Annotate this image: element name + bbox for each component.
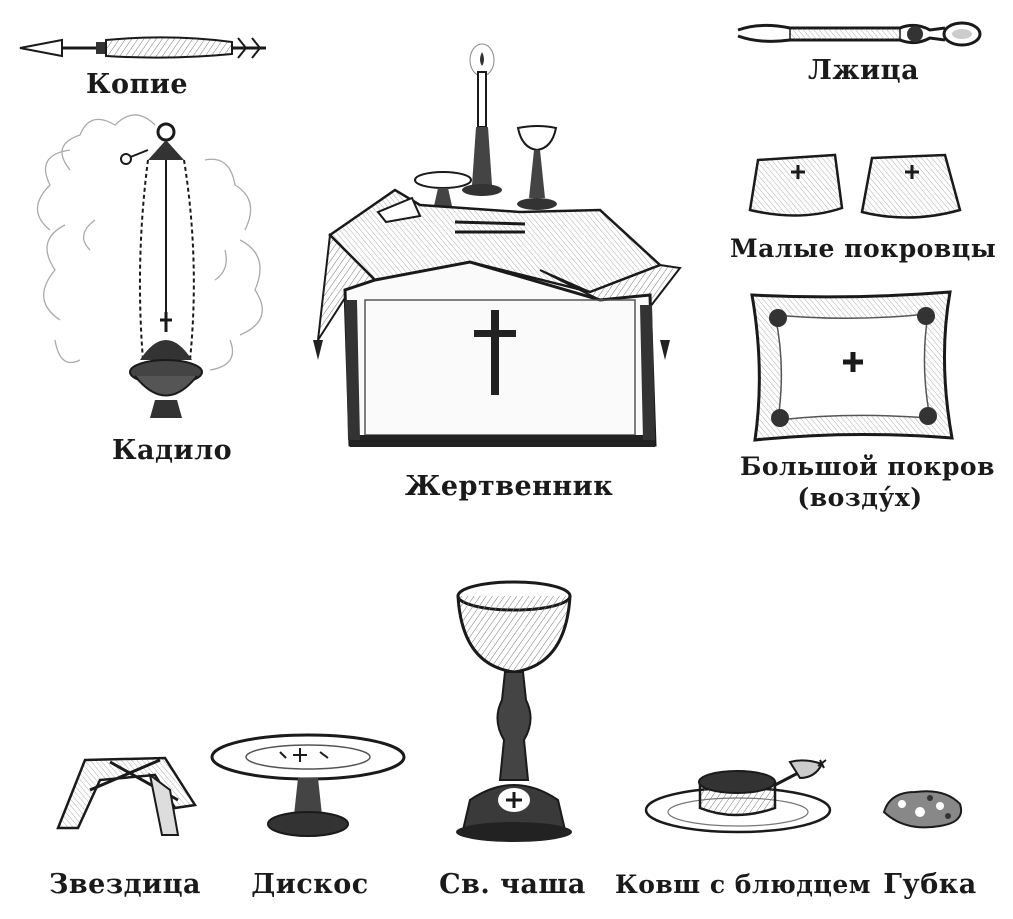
label-kovsh: Ковш с блюдцем <box>615 870 871 899</box>
bolshoy-pokrov-drawing <box>750 290 954 442</box>
kopie-drawing <box>19 36 266 59</box>
diskos-drawing <box>210 733 406 837</box>
zhertvennik-drawing <box>313 43 682 447</box>
label-diskos: Дискос <box>251 869 369 900</box>
label-malye-pokrovtsy: Малые покровцы <box>730 234 997 263</box>
label-gubka: Губка <box>883 869 977 900</box>
chasha-drawing <box>456 580 572 842</box>
gubka-drawing <box>882 790 962 829</box>
label-kadilo: Кадило <box>112 435 233 466</box>
malye-pokrovtsy-drawing <box>748 153 962 219</box>
kadilo-drawing <box>36 114 263 418</box>
lzhitsa-drawing <box>737 21 982 47</box>
label-zhertvennik: Жертвенник <box>405 471 614 502</box>
label-kopie: Копие <box>86 69 189 100</box>
label-bolshoy-pokrov-line1: Большой покров <box>740 452 995 481</box>
label-bolshoy-pokrov-line2: (возду́х) <box>797 483 923 512</box>
label-lzhitsa: Лжица <box>808 55 920 86</box>
label-zvezditsa: Звездица <box>48 869 202 900</box>
kovsh-drawing <box>644 759 832 834</box>
zvezditsa-drawing <box>56 756 198 836</box>
label-chasha: Св. чаша <box>439 869 586 900</box>
